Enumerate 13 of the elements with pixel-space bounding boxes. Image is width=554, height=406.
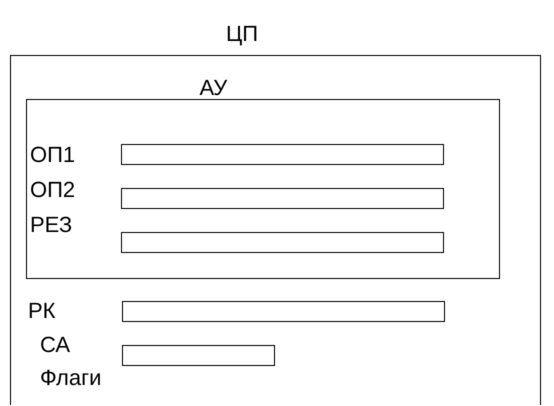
register-box: [122, 300, 444, 322]
register-label: ОП2: [30, 178, 76, 202]
register-label: РЕЗ: [30, 213, 72, 237]
register-box: [121, 144, 444, 165]
register-box: [121, 232, 444, 253]
register-box: [121, 188, 444, 209]
register-label: ОП1: [30, 143, 76, 167]
register-label: СА: [40, 333, 70, 357]
register-label: РК: [28, 299, 56, 323]
register-label: Флаги: [40, 366, 102, 390]
block-title: АУ: [200, 76, 228, 100]
block-title: ЦП: [226, 22, 258, 46]
register-box: [122, 344, 274, 366]
